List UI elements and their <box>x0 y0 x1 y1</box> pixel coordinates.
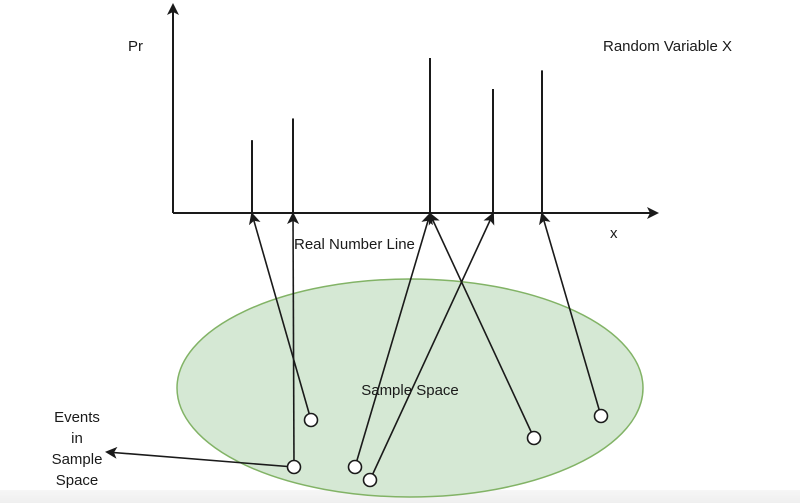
event-point-e4 <box>347 459 363 475</box>
event-point-e2 <box>286 459 302 475</box>
x-axis-label: x <box>610 225 618 242</box>
mapping-arrow-e5 <box>428 212 535 439</box>
events-label-line: Space <box>56 472 99 489</box>
events-layer <box>286 408 609 488</box>
real-number-line-label: Real Number Line <box>294 236 415 253</box>
spikes-layer <box>251 58 543 213</box>
mapping-arrow-e4 <box>354 212 433 468</box>
event-point-e3 <box>362 472 378 488</box>
y-axis-label: Pr <box>128 38 143 55</box>
sample-space-label: Sample Space <box>361 382 459 399</box>
events-label-line: Sample <box>52 451 103 468</box>
event-point-e1 <box>303 412 319 428</box>
event-point-e6 <box>593 408 609 424</box>
diagram-title: Random Variable X <box>603 38 732 55</box>
event-point-e5 <box>526 430 542 446</box>
events-label-line: Events <box>54 409 100 426</box>
mapping-arrows-layer <box>105 212 602 481</box>
mapping-arrow-e3 <box>369 212 495 481</box>
events-label-line: in <box>71 430 83 447</box>
mapping-arrow-e6 <box>539 212 602 417</box>
events-label-arrow <box>105 446 295 468</box>
mapping-arrow-e1 <box>248 212 312 421</box>
mapping-arrow-e2 <box>287 212 300 468</box>
events-in-sample-space-label: Events in Sample Space <box>52 409 103 489</box>
